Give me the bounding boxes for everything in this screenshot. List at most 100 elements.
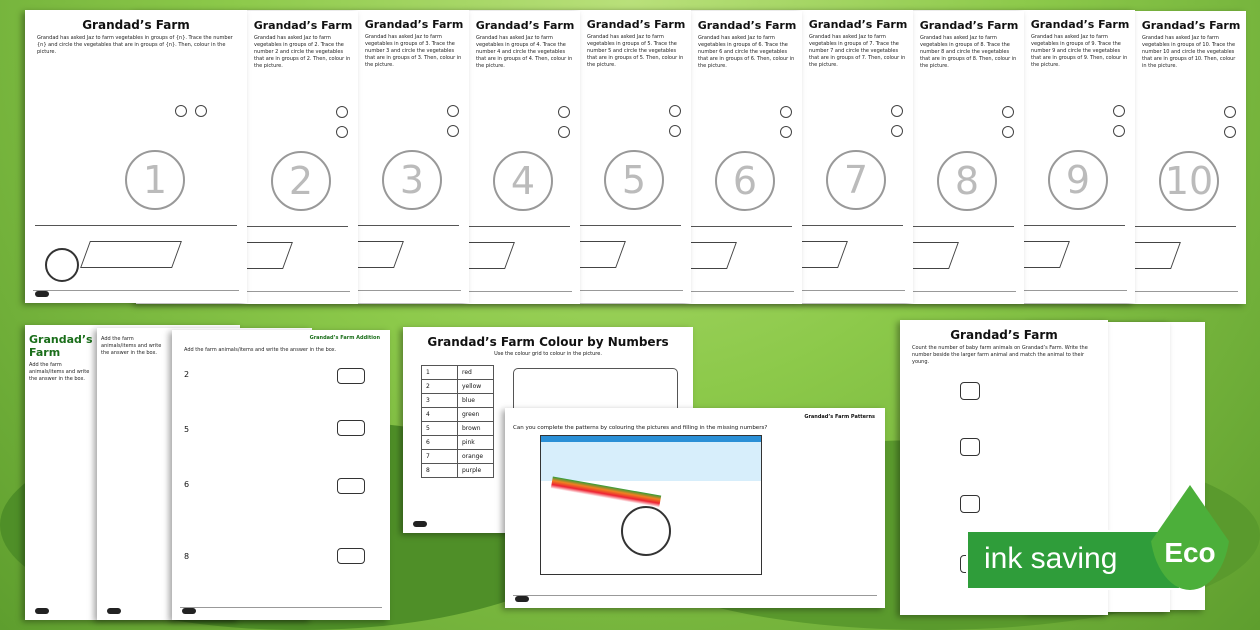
ink-saving-badge: ink saving bbox=[966, 530, 1181, 590]
worksheet-text: Grandad’s Farm Grandad has asked Jaz to … bbox=[918, 11, 1020, 73]
trace-number: 10 bbox=[1159, 151, 1219, 211]
row-number: 8 bbox=[184, 552, 190, 561]
worksheet-title: Grandad’s Farm bbox=[950, 328, 1058, 342]
twinkl-logo bbox=[515, 596, 529, 602]
colour-number: 6 bbox=[421, 435, 458, 450]
worksheet-title: Grandad’s Farm bbox=[29, 333, 93, 359]
twinkl-logo bbox=[35, 291, 49, 297]
colour-name: yellow bbox=[457, 379, 494, 394]
colour-number: 8 bbox=[421, 463, 458, 478]
worksheet-text: Grandad’s Farm Grandad has asked Jaz to … bbox=[474, 11, 576, 73]
worksheet-instruction: Grandad has asked Jaz to farm vegetables… bbox=[1031, 34, 1128, 68]
colour-number: 2 bbox=[421, 379, 458, 394]
worksheet-instruction: Use the colour grid to colour in the pic… bbox=[494, 351, 602, 357]
colour-name: purple bbox=[457, 463, 494, 478]
worksheet-header: Grandad’s Farm Patterns bbox=[804, 414, 875, 420]
trace-number: 3 bbox=[382, 150, 442, 210]
row-number: 2 bbox=[184, 370, 190, 379]
worksheet-instruction: Add the farm animals/items and write the… bbox=[184, 347, 337, 353]
colour-number: 4 bbox=[421, 407, 458, 422]
worksheet-instruction: Count the number of baby farm animals on… bbox=[912, 345, 1088, 365]
worksheet-instruction: Grandad has asked Jaz to farm vegetables… bbox=[809, 34, 906, 68]
worksheet-text: Grandad’s Farm Grandad has asked Jaz to … bbox=[252, 11, 354, 73]
trace-number: 5 bbox=[604, 150, 664, 210]
worksheet-instruction: Grandad has asked Jaz to farm vegetables… bbox=[1142, 35, 1236, 69]
worksheet-title: Grandad’s Farm bbox=[697, 19, 797, 32]
twinkl-logo bbox=[107, 608, 121, 614]
worksheet-text: Grandad’s Farm Grandad has asked Jaz to … bbox=[363, 10, 465, 72]
trace-number: 7 bbox=[826, 150, 886, 210]
worksheet-title: Grandad’s Farm bbox=[364, 18, 464, 31]
colour-name: green bbox=[457, 407, 494, 422]
worksheet-title: Grandad’s Farm Colour by Numbers bbox=[427, 335, 669, 349]
worksheet-title: Grandad’s Farm bbox=[1030, 18, 1130, 31]
colour-number: 7 bbox=[421, 449, 458, 464]
worksheet-instruction: Grandad has asked Jaz to farm vegetables… bbox=[920, 35, 1017, 69]
worksheet-title: Grandad’s Farm bbox=[82, 18, 190, 32]
worksheet-header: Grandad’s Farm Addition bbox=[309, 335, 380, 341]
worksheet-text: Grandad’s Farm Grandad has asked Jaz to … bbox=[807, 10, 909, 72]
answer-box[interactable] bbox=[337, 478, 365, 494]
worksheet-instruction: Grandad has asked Jaz to farm vegetables… bbox=[698, 35, 795, 69]
colour-name: pink bbox=[457, 435, 494, 450]
answer-box[interactable] bbox=[960, 438, 980, 456]
answer-box[interactable] bbox=[960, 495, 980, 513]
pattern-picture bbox=[540, 435, 762, 575]
colour-name: orange bbox=[457, 449, 494, 464]
trace-number: 9 bbox=[1048, 150, 1108, 210]
twinkl-logo bbox=[35, 608, 49, 614]
trace-number: 8 bbox=[937, 151, 997, 211]
worksheet-title: Grandad’s Farm bbox=[253, 19, 353, 32]
farm-scene bbox=[35, 225, 237, 285]
colour-number: 3 bbox=[421, 393, 458, 408]
answer-box[interactable] bbox=[337, 368, 365, 384]
answer-box[interactable] bbox=[337, 548, 365, 564]
twinkl-logo bbox=[182, 608, 196, 614]
ink-saving-label: ink saving bbox=[984, 542, 1118, 575]
worksheet-instruction: Can you complete the patterns by colouri… bbox=[513, 425, 768, 431]
worksheet-title: Grandad’s Farm bbox=[475, 19, 575, 32]
worksheet-instruction: Add the farm animals/items and write the… bbox=[29, 362, 90, 382]
answer-box[interactable] bbox=[337, 420, 365, 436]
trace-number: 1 bbox=[125, 150, 185, 210]
colour-name: red bbox=[457, 365, 494, 380]
worksheet-text: Grandad’s Farm Grandad has asked Jaz to … bbox=[25, 18, 247, 59]
colour-number: 5 bbox=[421, 421, 458, 436]
worksheet-text: Grandad’s Farm Grandad has asked Jaz to … bbox=[696, 11, 798, 73]
worksheet-text: Grandad’s Farm Grandad has asked Jaz to … bbox=[1140, 11, 1242, 73]
worksheet-instruction: Add the farm animals/items and write the… bbox=[101, 336, 162, 356]
trace-number: 2 bbox=[271, 151, 331, 211]
worksheet-instruction: Grandad has asked Jaz to farm vegetables… bbox=[37, 35, 233, 55]
colour-name: blue bbox=[457, 393, 494, 408]
trace-number: 6 bbox=[715, 151, 775, 211]
worksheet-instruction: Grandad has asked Jaz to farm vegetables… bbox=[476, 35, 573, 69]
farm-worksheet-1[interactable]: Grandad’s Farm Grandad has asked Jaz to … bbox=[25, 10, 247, 303]
worksheet-title: Grandad’s Farm bbox=[586, 18, 686, 31]
worksheet-text: Grandad’s Farm Grandad has asked Jaz to … bbox=[585, 10, 687, 72]
answer-box[interactable] bbox=[960, 382, 980, 400]
worksheet-instruction: Grandad has asked Jaz to farm vegetables… bbox=[365, 34, 462, 68]
worksheet-text: Grandad’s Farm Grandad has asked Jaz to … bbox=[1029, 10, 1131, 72]
worksheet-title: Grandad’s Farm bbox=[808, 18, 908, 31]
twinkl-logo bbox=[413, 521, 427, 527]
colour-name: brown bbox=[457, 421, 494, 436]
addition-worksheet-3[interactable]: Grandad’s Farm Addition Add the farm ani… bbox=[172, 330, 390, 620]
eco-label: Eco bbox=[1164, 537, 1216, 568]
worksheet-title: Grandad’s Farm bbox=[1141, 19, 1241, 32]
row-number: 5 bbox=[184, 425, 190, 434]
patterns-worksheet[interactable]: Grandad’s Farm Patterns Can you complete… bbox=[505, 408, 885, 608]
colour-number: 1 bbox=[421, 365, 458, 380]
worksheet-instruction: Grandad has asked Jaz to farm vegetables… bbox=[587, 34, 684, 68]
row-number: 6 bbox=[184, 480, 190, 489]
trace-number: 4 bbox=[493, 151, 553, 211]
worksheet-instruction: Grandad has asked Jaz to farm vegetables… bbox=[254, 35, 351, 69]
